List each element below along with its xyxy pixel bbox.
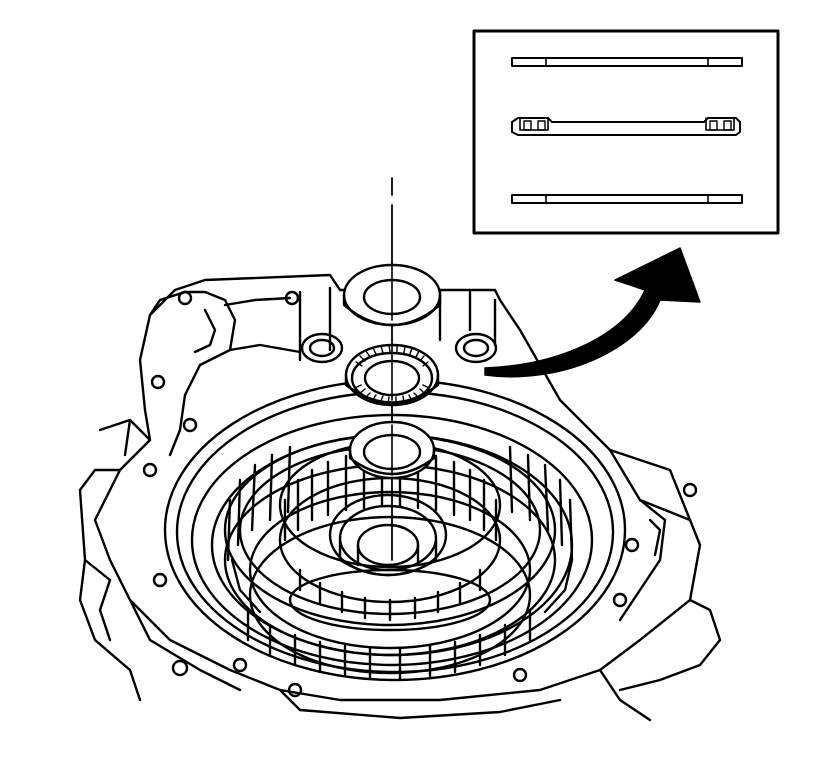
inset-washer-section-bottom bbox=[511, 194, 743, 204]
inset-detail bbox=[472, 29, 780, 235]
callout-arrow-icon bbox=[484, 247, 701, 378]
inset-washer-section-top bbox=[511, 57, 743, 67]
inset-bearing-section bbox=[511, 117, 741, 136]
transmission-case bbox=[78, 273, 722, 722]
